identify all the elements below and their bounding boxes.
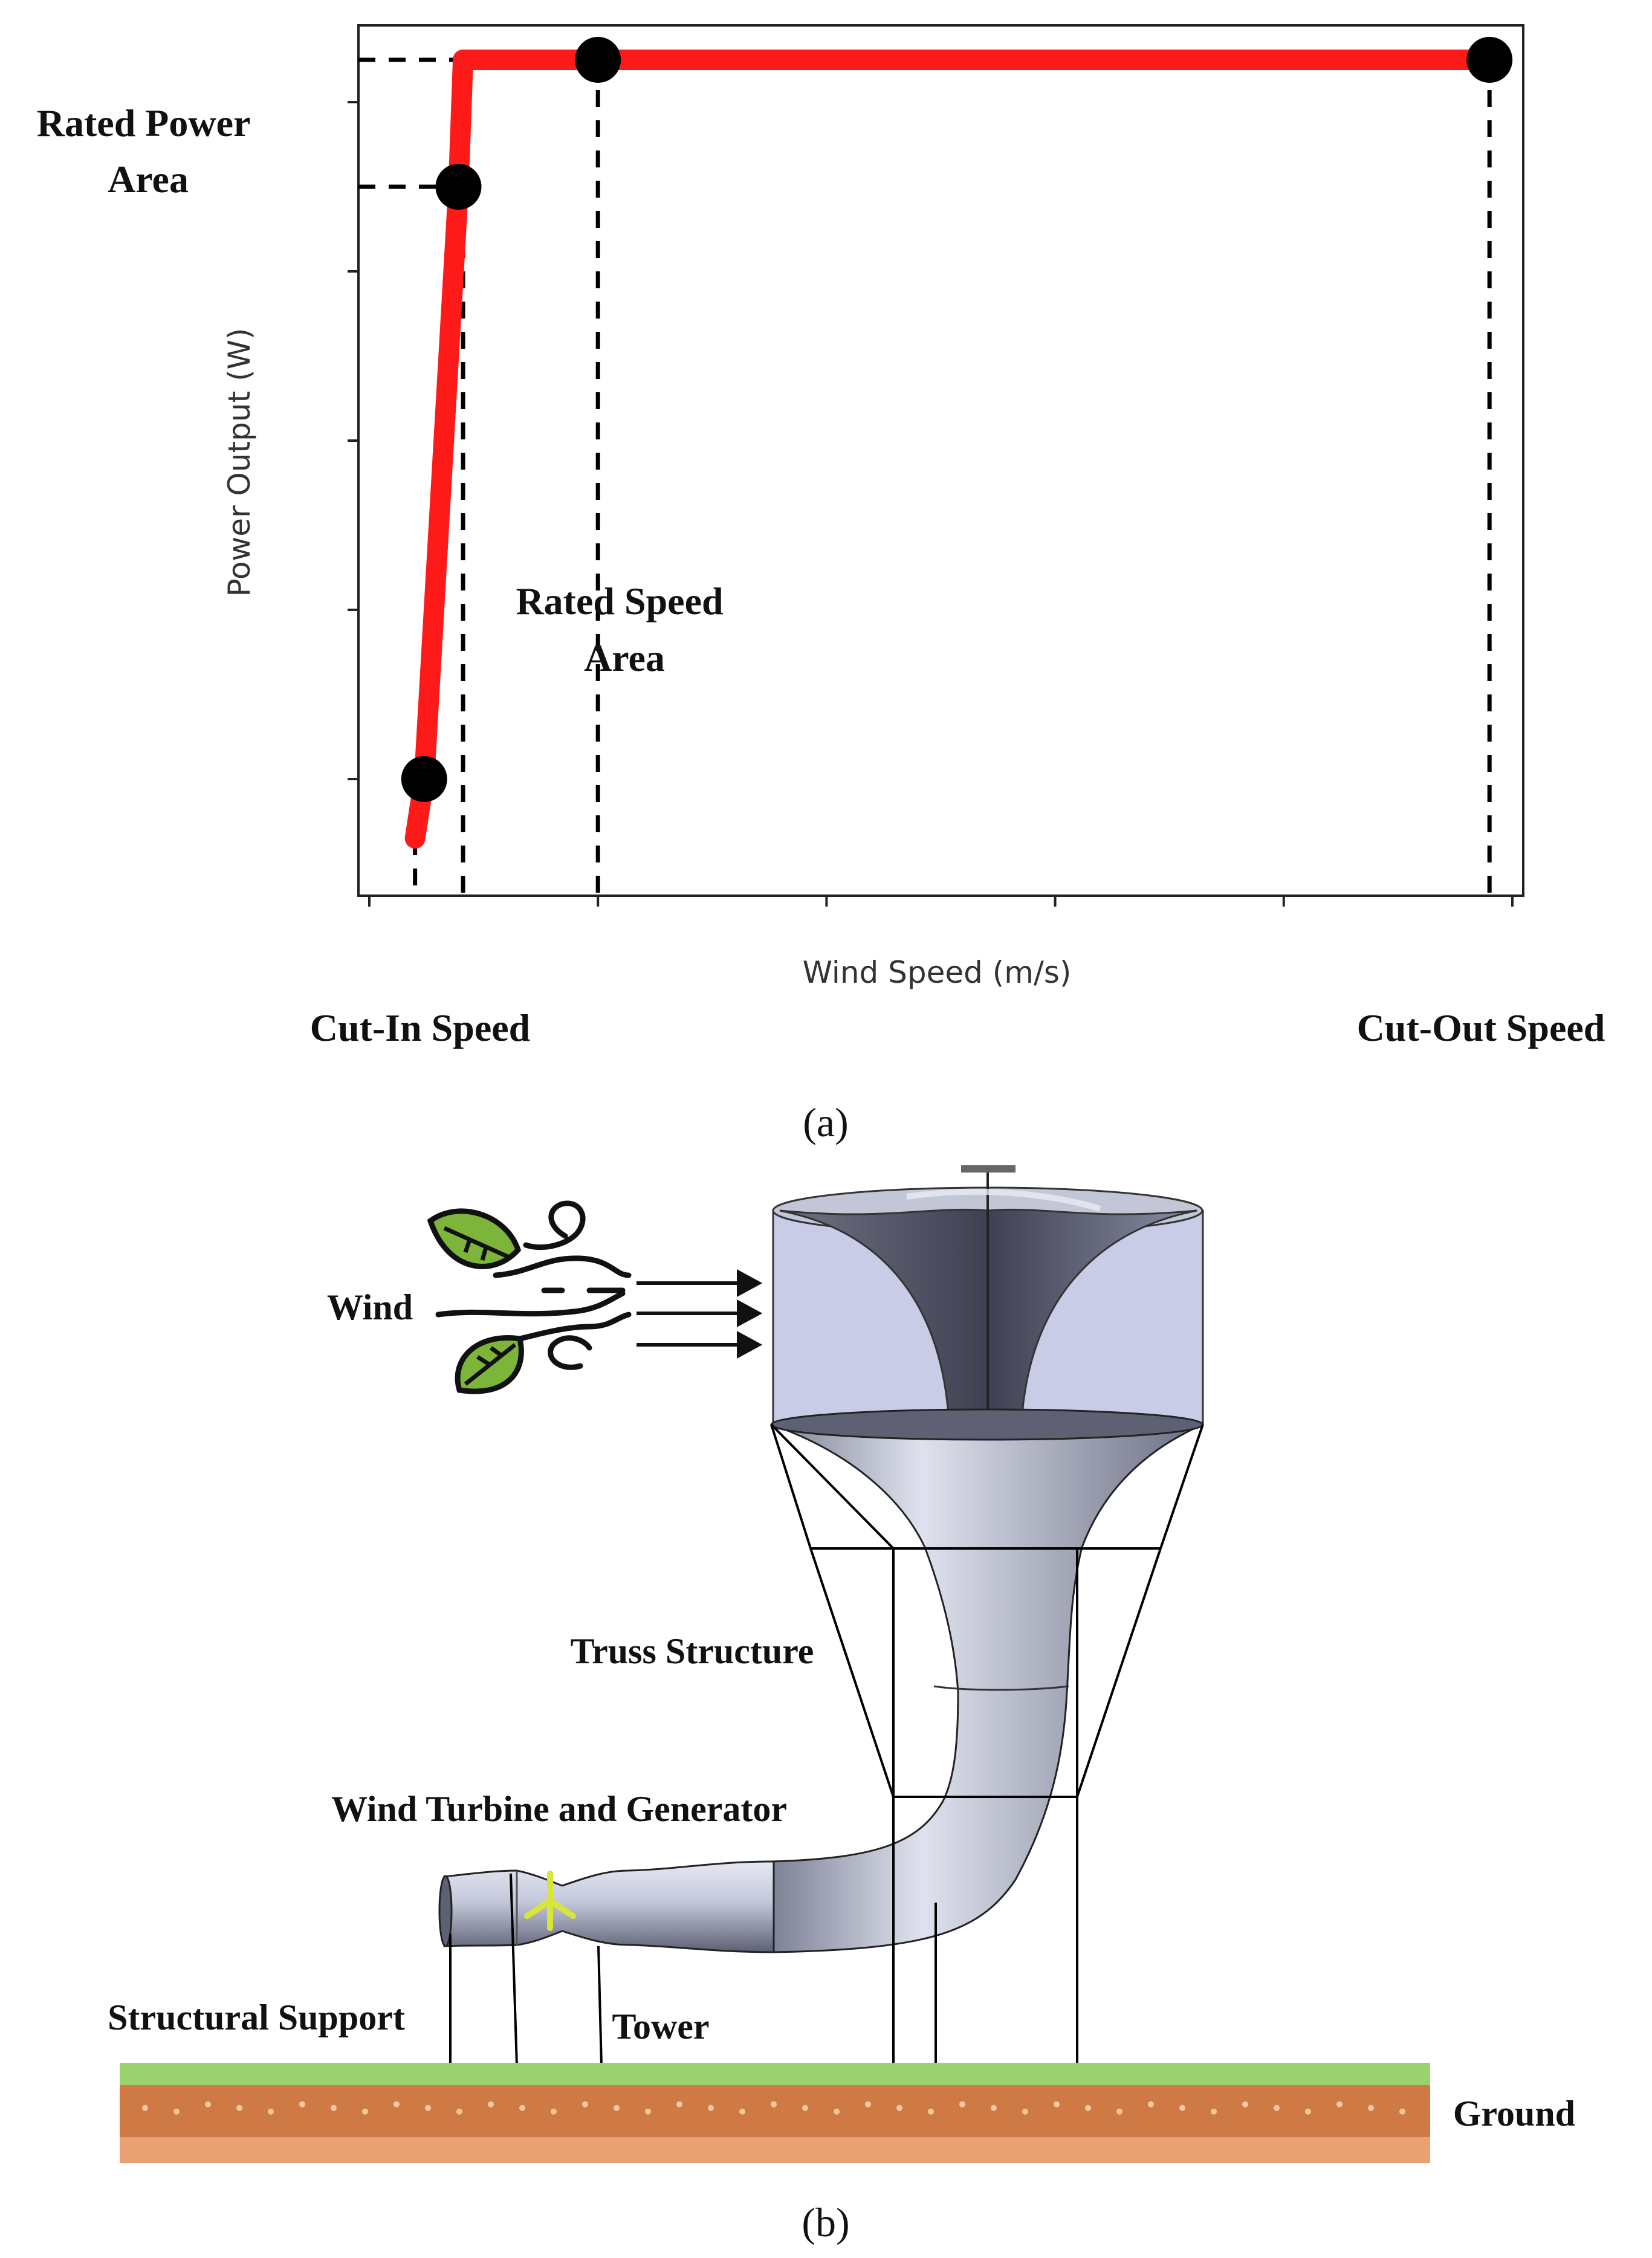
soil-speck bbox=[582, 2101, 588, 2108]
structural-supports bbox=[449, 1873, 603, 2066]
panel-label-a: (a) bbox=[803, 1099, 848, 1145]
truss-structure bbox=[770, 1423, 1204, 2066]
soil-speck bbox=[676, 2101, 682, 2108]
soil-speck bbox=[739, 2108, 745, 2115]
soil-speck bbox=[142, 2104, 148, 2111]
soil-speck bbox=[865, 2101, 871, 2108]
soil-speck bbox=[1368, 2104, 1374, 2111]
curve-marker bbox=[401, 756, 447, 802]
soil-speck bbox=[362, 2108, 368, 2115]
leaf-icon bbox=[427, 1208, 522, 1269]
plot-frame bbox=[357, 24, 1524, 897]
soil-speck bbox=[1022, 2108, 1028, 2115]
wind-label: Wind bbox=[327, 1287, 413, 1327]
cut-out-speed-label: Cut-Out Speed bbox=[1357, 1006, 1605, 1049]
x-axis-ticks bbox=[368, 896, 1514, 907]
soil-speck bbox=[645, 2108, 651, 2115]
soil-speck bbox=[991, 2104, 997, 2111]
power-curve-chart: Wind Speed (m/s) Power Output (W) Rated … bbox=[37, 24, 1605, 1049]
rated-speed-area-label: Rated Speed Area bbox=[516, 580, 733, 679]
soil-speck bbox=[834, 2108, 840, 2115]
soil-speck bbox=[1148, 2101, 1154, 2108]
structural-support-label: Structural Support bbox=[108, 1998, 405, 2037]
soil-speck bbox=[551, 2108, 557, 2115]
soil-speck bbox=[205, 2101, 211, 2108]
soil-speck bbox=[394, 2101, 400, 2108]
soil-speck bbox=[519, 2104, 525, 2111]
soil-speck bbox=[1399, 2108, 1405, 2115]
wind-duct bbox=[438, 1408, 1204, 1953]
soil-speck bbox=[1305, 2108, 1311, 2115]
panel-label-b: (b) bbox=[802, 2199, 849, 2245]
soil-speck bbox=[1336, 2101, 1343, 2108]
soil-speck bbox=[456, 2108, 462, 2115]
soil-speck bbox=[708, 2104, 714, 2111]
soil-speck bbox=[802, 2104, 808, 2111]
turbine-generator-label: Wind Turbine and Generator bbox=[331, 1789, 787, 1829]
truss-structure-label: Truss Structure bbox=[571, 1631, 814, 1671]
soil-speck bbox=[236, 2104, 242, 2111]
soil-speck bbox=[1116, 2108, 1122, 2115]
gust-lines bbox=[435, 1200, 632, 1370]
soil-speck bbox=[425, 2104, 431, 2111]
ground-strip bbox=[120, 2063, 1430, 2163]
soil-speck bbox=[959, 2101, 965, 2108]
curve-marker bbox=[1466, 37, 1513, 83]
soil-speck bbox=[1179, 2104, 1185, 2111]
soil-speck bbox=[173, 2108, 180, 2115]
x-axis-label: Wind Speed (m/s) bbox=[803, 955, 1072, 990]
soil-speck bbox=[299, 2101, 305, 2108]
soil-speck bbox=[771, 2101, 777, 2108]
y-axis-ticks bbox=[348, 101, 358, 780]
leaf-icon bbox=[455, 1335, 524, 1394]
soil-speck bbox=[268, 2108, 274, 2115]
soil-speck bbox=[614, 2104, 620, 2111]
turbine-rotor-icon bbox=[524, 1871, 576, 1931]
soil-speck bbox=[1054, 2101, 1060, 2108]
tower-label: Tower bbox=[612, 2007, 709, 2046]
curve-marker bbox=[575, 37, 621, 83]
soil-speck bbox=[331, 2104, 337, 2111]
soil-speck bbox=[1242, 2101, 1248, 2108]
cut-in-speed-label: Cut-In Speed bbox=[310, 1006, 531, 1049]
soil-speck bbox=[1211, 2108, 1217, 2115]
wind-icon bbox=[427, 1200, 763, 1394]
curve-marker bbox=[435, 164, 482, 210]
soil-speck bbox=[488, 2101, 494, 2108]
ground-label: Ground bbox=[1453, 2094, 1575, 2133]
wind-arrows bbox=[637, 1269, 763, 1359]
rated-power-area-label: Rated Power Area bbox=[37, 102, 260, 201]
curve-markers bbox=[401, 37, 1513, 802]
soil-speck bbox=[896, 2104, 902, 2111]
soil-speck bbox=[1274, 2104, 1280, 2111]
soil-speck bbox=[928, 2108, 934, 2115]
y-axis-label: Power Output (W) bbox=[222, 328, 257, 597]
soil-speck bbox=[1085, 2104, 1091, 2111]
